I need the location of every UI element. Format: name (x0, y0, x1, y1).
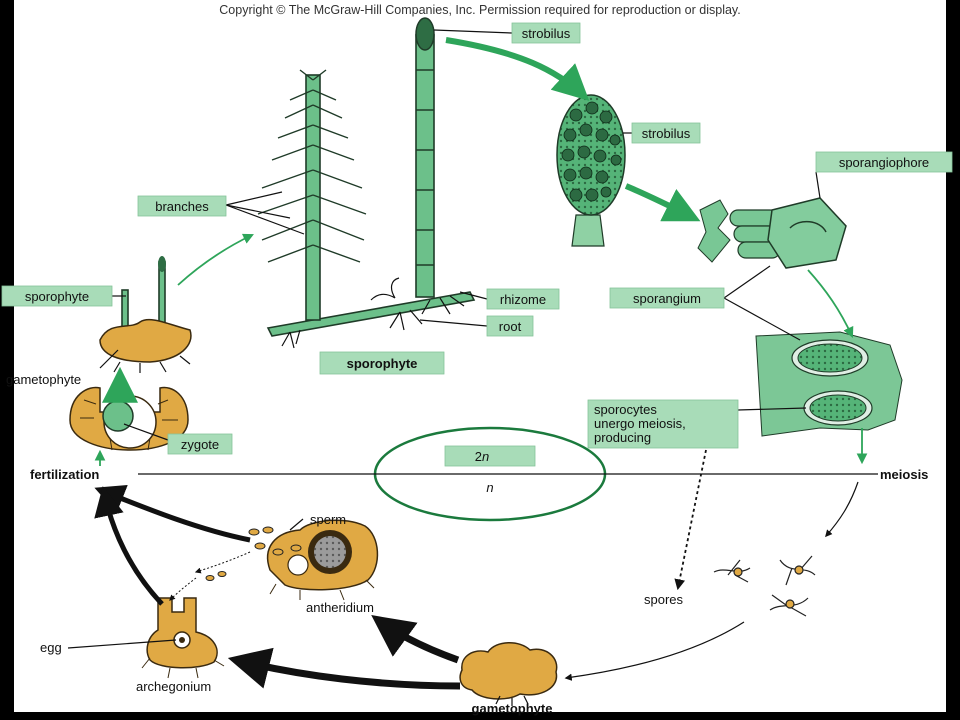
label-sporophyte-main: sporophyte (347, 356, 418, 371)
spores-illustration (713, 555, 816, 617)
label-sporocytes-line1: sporocytes (594, 402, 657, 417)
label-2n: 2n (475, 449, 489, 464)
label-fertilization: fertilization (30, 467, 99, 482)
gametophyte-bottom-illustration (459, 642, 558, 706)
rhizome-stem (266, 291, 476, 337)
label-spores: spores (644, 592, 684, 607)
label-sperm: sperm (310, 512, 346, 527)
label-boxes (1, 22, 953, 467)
label-antheridium: antheridium (306, 600, 374, 615)
label-sporophyte-small: sporophyte (25, 289, 89, 304)
sporangium-closeup (755, 331, 903, 437)
label-gametophyte-bottom: gametophyte (472, 701, 553, 716)
label-sporangium: sporangium (633, 291, 701, 306)
young-sporophyte (99, 256, 192, 373)
sporophyte-plant (257, 17, 476, 349)
archegonium-structure (141, 597, 225, 679)
green-arrows (94, 37, 868, 466)
ploidy-n-label: n (486, 480, 493, 495)
label-egg: egg (40, 640, 62, 655)
leader-lines (67, 29, 821, 649)
left-border (0, 0, 14, 720)
label-strobilus-cone: strobilus (642, 126, 691, 141)
copyright-notice: Copyright © The McGraw-Hill Companies, I… (219, 3, 740, 17)
sporangiophore-structure (697, 197, 847, 269)
zygote-in-archegonium (69, 386, 189, 451)
label-root: root (499, 319, 522, 334)
bottom-border (0, 712, 960, 720)
label-sporocytes-line3: producing (594, 430, 651, 445)
label-branches: branches (155, 199, 209, 214)
right-border (946, 0, 960, 720)
fertile-stem (415, 34, 435, 298)
strobilus-cone (556, 94, 626, 247)
label-zygote: zygote (181, 437, 219, 452)
label-archegonium: archegonium (136, 679, 211, 694)
black-arrows (94, 449, 859, 690)
label-meiosis: meiosis (880, 467, 928, 482)
label-strobilus-top: strobilus (522, 26, 571, 41)
label-gametophyte-top: gametophyte (6, 372, 81, 387)
label-sporangiophore: sporangiophore (839, 155, 929, 170)
antheridium-structure (266, 519, 379, 601)
label-rhizome: rhizome (500, 292, 546, 307)
sperm-cells (205, 526, 302, 581)
stem-strobilus (415, 17, 435, 51)
label-sporocytes-line2: unergo meiosis, (594, 416, 686, 431)
